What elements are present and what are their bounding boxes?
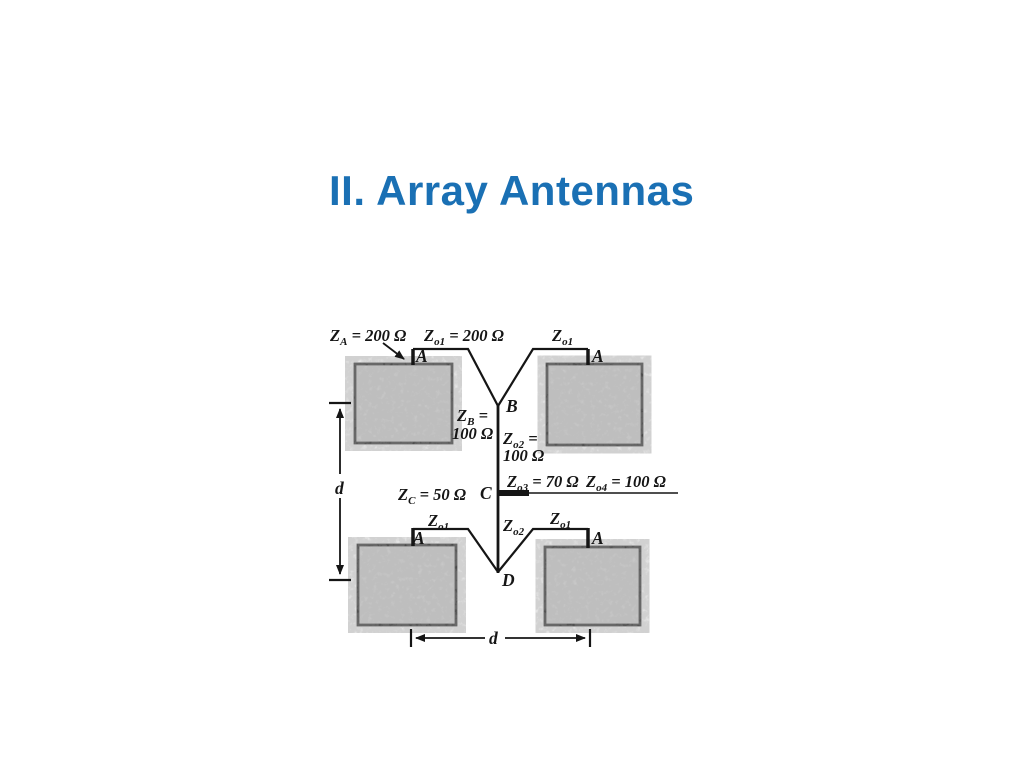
label-zo1-bottom-left: Zo1 xyxy=(427,511,449,533)
feed-point-a-top-right: A xyxy=(591,346,604,366)
dim-label-d-horizontal: d xyxy=(489,628,498,648)
label-zb-line1: ZB = xyxy=(456,406,488,428)
label-zo1-top: Zo1 = 200 Ω xyxy=(423,326,505,348)
feed-network-lines xyxy=(382,342,678,573)
dimension-horizontal-d xyxy=(409,629,592,647)
dimension-vertical-d xyxy=(329,401,351,582)
label-zc: ZC = 50 Ω xyxy=(397,485,467,507)
page-title: II. Array Antennas xyxy=(329,167,695,214)
label-zo1-top-right: Zo1 xyxy=(551,326,573,348)
dim-label-d-vertical: d xyxy=(335,478,344,498)
label-zo2-bottom: Zo2 xyxy=(502,516,525,538)
label-zo4: Zo4 = 100 Ω xyxy=(585,472,667,494)
label-zo2-line1: Zo2 = xyxy=(502,429,538,451)
za-pointer-arrow xyxy=(382,342,405,360)
patch-top-left xyxy=(353,362,454,445)
feed-point-a-top-left: A xyxy=(415,346,428,366)
feed-point-a-bottom-right: A xyxy=(591,528,604,548)
node-label-d: D xyxy=(501,570,515,590)
patch-bottom-right xyxy=(543,545,642,627)
label-zo2-line2: 100 Ω xyxy=(503,446,545,465)
patch-top-right xyxy=(545,362,644,447)
label-zo3: Zo3 = 70 Ω xyxy=(506,472,579,494)
feed-point-a-bottom-left: A xyxy=(412,528,425,548)
label-za: ZA = 200 Ω xyxy=(329,326,407,348)
patch-bottom-left xyxy=(356,543,458,627)
label-zb-line2: 100 Ω xyxy=(452,424,494,443)
node-label-b: B xyxy=(505,396,518,416)
label-zo1-bottom-right: Zo1 xyxy=(549,509,571,531)
node-label-c: C xyxy=(480,483,492,503)
